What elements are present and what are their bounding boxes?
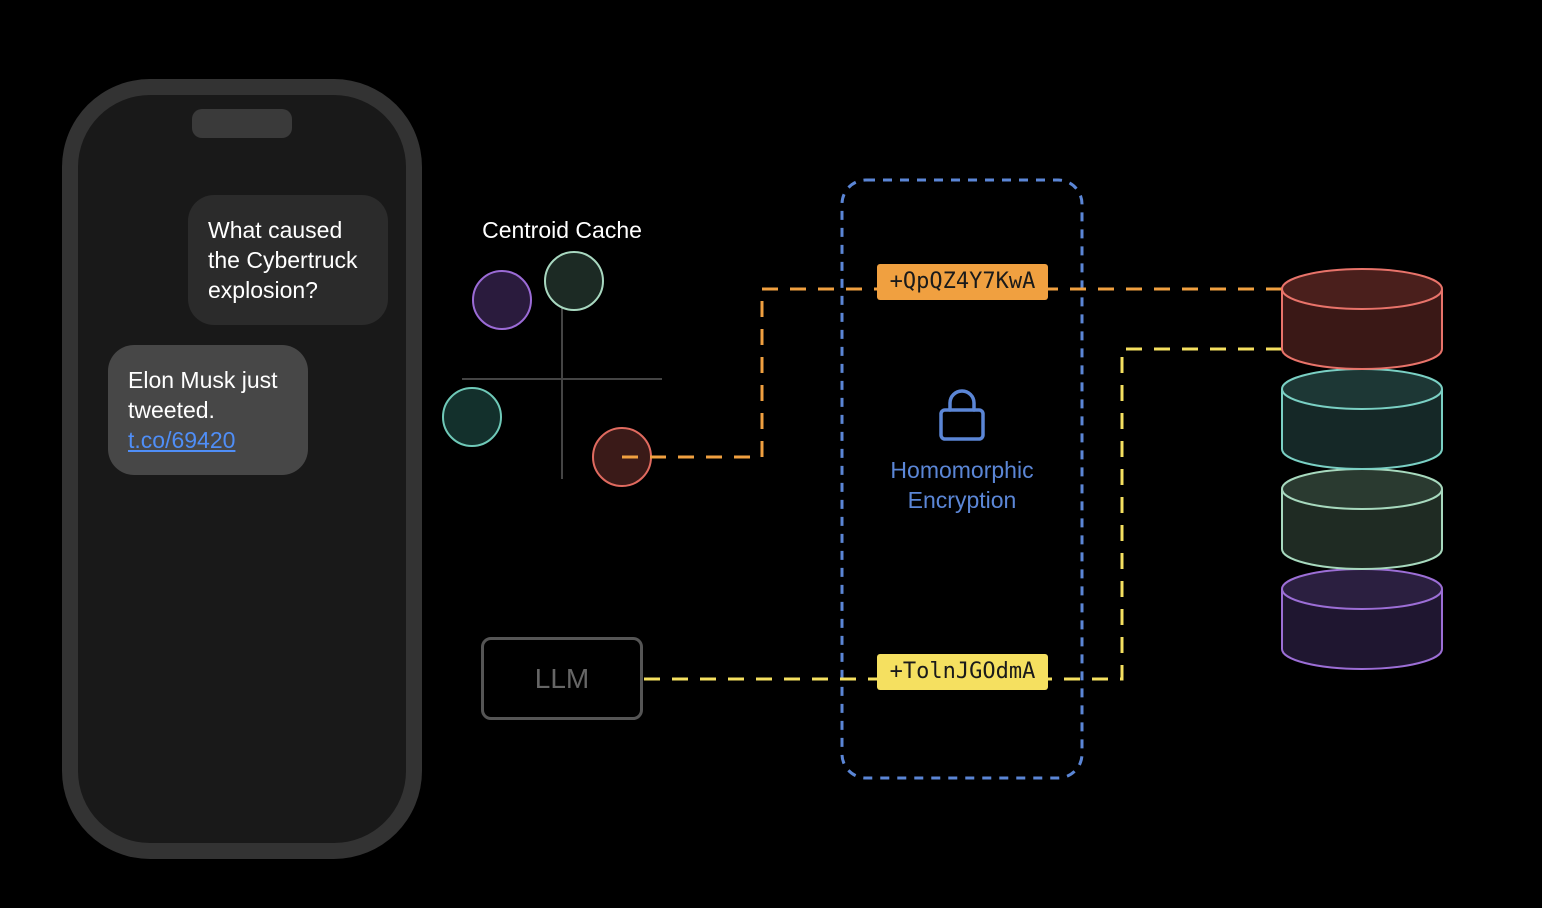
centroid-purple xyxy=(472,270,532,330)
database-segment-purple xyxy=(1281,568,1443,670)
phone-notch xyxy=(192,109,292,138)
response-token: +TolnJGOdmA xyxy=(877,654,1048,690)
user-message-line: What caused xyxy=(208,217,343,243)
centroid-cache-title: Centroid Cache xyxy=(482,217,642,243)
centroid-green xyxy=(544,251,604,311)
database-segment-teal xyxy=(1281,368,1443,470)
lock-icon xyxy=(939,389,985,441)
query-path xyxy=(622,287,1282,459)
encryption-label-line: Encryption xyxy=(907,487,1017,513)
llm-box: LLM xyxy=(481,637,643,720)
reply-message-link[interactable]: t.co/69420 xyxy=(128,427,236,453)
user-message-line: explosion? xyxy=(208,277,318,303)
encryption-label: Homomorphic Encryption xyxy=(842,455,1082,515)
reply-message-line: tweeted. xyxy=(128,397,215,423)
encryption-label-line: Homomorphic xyxy=(890,457,1034,483)
query-token: +QpQZ4Y7KwA xyxy=(877,264,1048,300)
user-message-bubble: What caused the Cybertruck explosion? xyxy=(188,195,388,325)
centroid-teal xyxy=(442,387,502,447)
database-segment-sage xyxy=(1281,468,1443,570)
reply-message-bubble: Elon Musk just tweeted. t.co/69420 xyxy=(108,345,308,475)
llm-label: LLM xyxy=(534,662,590,694)
database-segment-red xyxy=(1281,268,1443,370)
user-message-line: the Cybertruck xyxy=(208,247,358,273)
reply-message-line: Elon Musk just xyxy=(128,367,278,393)
